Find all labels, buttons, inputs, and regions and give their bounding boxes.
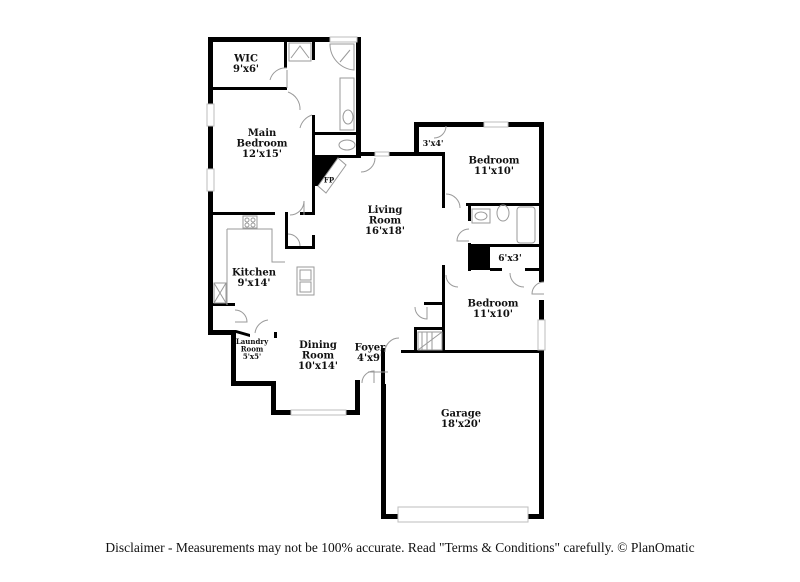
room-label-fp: FP: [324, 175, 335, 184]
windows: [206, 36, 546, 523]
disclaimer-text: Disclaimer - Measurements may not be 100…: [105, 540, 695, 555]
fixtures: [213, 42, 536, 351]
room-label-closet-3x4: 3'x4': [423, 138, 444, 148]
walls: [208, 37, 544, 519]
door-swings: [234, 67, 545, 384]
room-label-closet-6x3: 6'x3': [498, 254, 521, 264]
